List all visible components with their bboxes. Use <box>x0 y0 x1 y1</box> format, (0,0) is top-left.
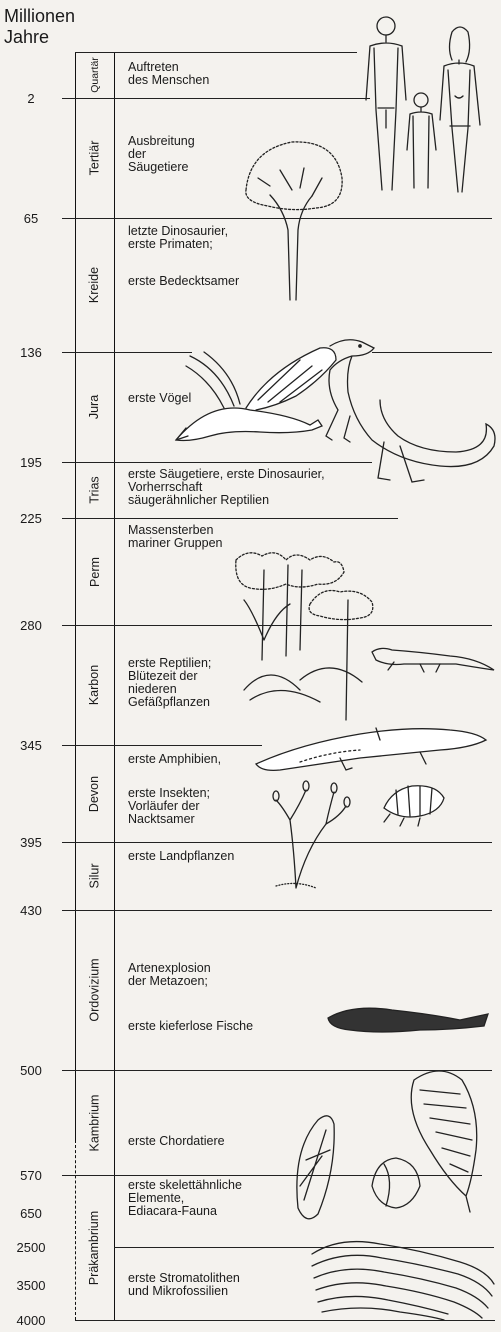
archaeopteryx-icon <box>176 348 336 441</box>
ediacara-fauna-icon <box>297 1071 477 1219</box>
fern-forest-icon <box>236 553 373 720</box>
jawless-fish-icon <box>328 1008 488 1032</box>
lizard-icon <box>372 648 494 672</box>
stromatolite-icon <box>312 1242 494 1320</box>
tree-icon <box>246 142 342 300</box>
amphibian-icon <box>256 728 486 770</box>
insect-larva-icon <box>384 786 444 826</box>
early-land-plant-icon <box>273 781 350 888</box>
dinosaur-icon <box>326 340 495 482</box>
human-figures-icon <box>366 17 480 192</box>
